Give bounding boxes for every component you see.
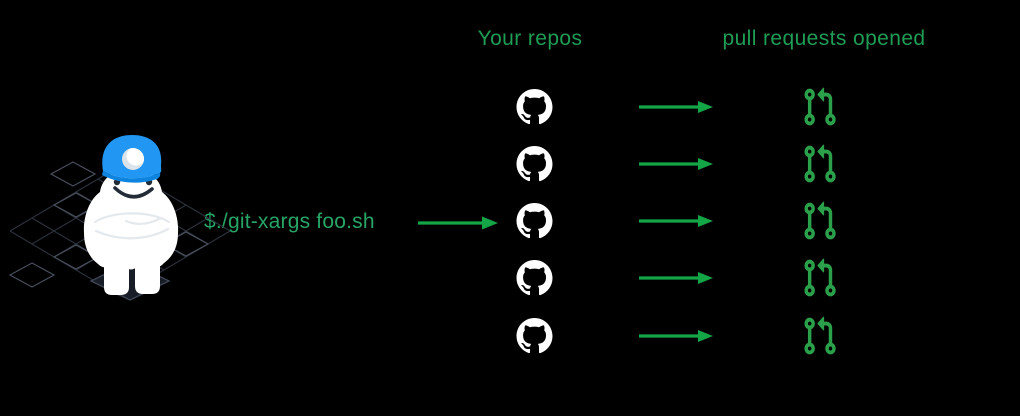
yeti-miner-mascot (8, 135, 231, 301)
flow-arrow-icon (639, 215, 713, 227)
repo-to-pr-row (500, 86, 860, 128)
miner-helmet-icon (102, 135, 162, 183)
github-repo-icon (516, 203, 553, 239)
pull-request-icon (804, 87, 836, 126)
flow-arrow-icon (639, 272, 713, 284)
repo-to-pr-row (500, 143, 860, 185)
command-arrow-icon (418, 216, 498, 230)
pull-request-icon (804, 316, 836, 355)
github-repo-icon (516, 318, 553, 354)
yeti-arms (93, 212, 171, 240)
flow-arrow-icon (639, 330, 713, 342)
repo-to-pr-row (500, 257, 860, 299)
git-xargs-command-text: $./git-xargs foo.sh (204, 210, 375, 233)
yeti-body (83, 169, 179, 270)
pull-requests-opened-header: pull requests opened (722, 27, 926, 50)
pull-request-icon (804, 144, 836, 183)
flow-arrow-icon (639, 101, 713, 113)
pull-request-icon (804, 201, 836, 240)
pull-request-icon (804, 258, 836, 297)
github-repo-icon (516, 89, 553, 125)
github-repo-icon (516, 146, 553, 182)
flow-arrow-icon (639, 158, 713, 170)
your-repos-header: Your repos (477, 27, 583, 50)
repo-to-pr-row (500, 315, 860, 357)
github-repo-icon (516, 260, 553, 296)
repo-to-pr-row (500, 200, 860, 242)
